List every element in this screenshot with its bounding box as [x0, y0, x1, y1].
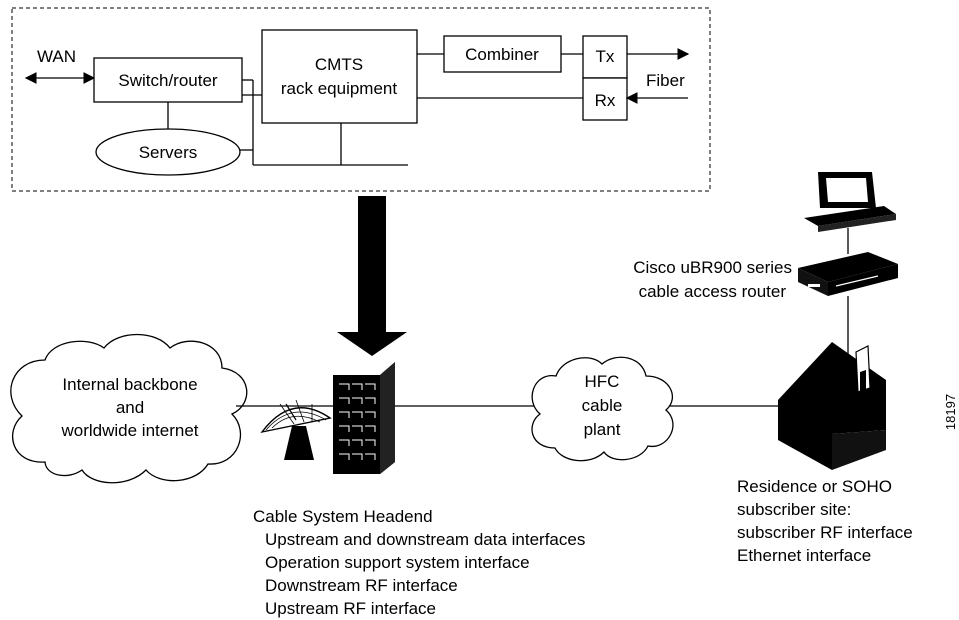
wan-label: WAN [37, 47, 76, 66]
subscriber-site-line1: Residence or SOHO [737, 477, 892, 496]
backbone-cloud-line1: Internal backbone [62, 375, 197, 394]
zoom-arrow [337, 196, 407, 356]
subscriber-site-line3: subscriber RF interface [737, 523, 913, 542]
headend-building-icon [333, 362, 395, 474]
router-label-line1: Cisco uBR900 series [633, 258, 792, 277]
backbone-cloud: Internal backbone and worldwide internet [10, 333, 248, 484]
subscriber-site-line2: subscriber site: [737, 500, 851, 519]
hfc-cloud-line3: plant [584, 420, 621, 439]
backbone-cloud-line2: and [116, 398, 144, 417]
hfc-cloud-shape [531, 356, 674, 462]
servers-ellipse [95, 128, 241, 176]
headend-detail-panel: WAN Switch/router CMTS rack equipment Co… [11, 7, 711, 192]
headend-caption-item: Upstream and downstream data interfaces [265, 530, 585, 549]
headend-caption-item: Downstream RF interface [265, 576, 458, 595]
backbone-cloud-shape [10, 333, 248, 484]
rx-label: Rx [595, 91, 616, 110]
computer-icon [804, 172, 896, 232]
combiner-label: Combiner [465, 45, 539, 64]
cable-router-icon [798, 252, 898, 296]
headend-caption-item: Upstream RF interface [265, 599, 436, 618]
house-icon [778, 342, 886, 470]
tx-label: Tx [596, 47, 615, 66]
rx-box [582, 77, 628, 121]
hfc-cloud-line2: cable [582, 396, 623, 415]
hfc-cloud: HFC cable plant [531, 356, 674, 462]
cmts-label-line2: rack equipment [281, 79, 398, 98]
backbone-cloud-line3: worldwide internet [60, 421, 198, 440]
subscriber-site-line4: Ethernet interface [737, 546, 871, 565]
tx-box [582, 35, 628, 79]
cmts-label-line1: CMTS [315, 55, 363, 74]
fiber-label: Fiber [646, 71, 685, 90]
servers-label: Servers [139, 143, 198, 162]
headend-caption-title: Cable System Headend [253, 507, 433, 526]
switch-router-label: Switch/router [118, 71, 218, 90]
combiner-box [443, 35, 562, 73]
satellite-dish-icon [260, 399, 332, 460]
hfc-cloud-line1: HFC [585, 372, 620, 391]
headend-caption-item: Operation support system interface [265, 553, 530, 572]
cmts-box [261, 29, 418, 124]
router-label-line2: cable access router [639, 282, 787, 301]
figure-id: 18197 [943, 394, 958, 430]
